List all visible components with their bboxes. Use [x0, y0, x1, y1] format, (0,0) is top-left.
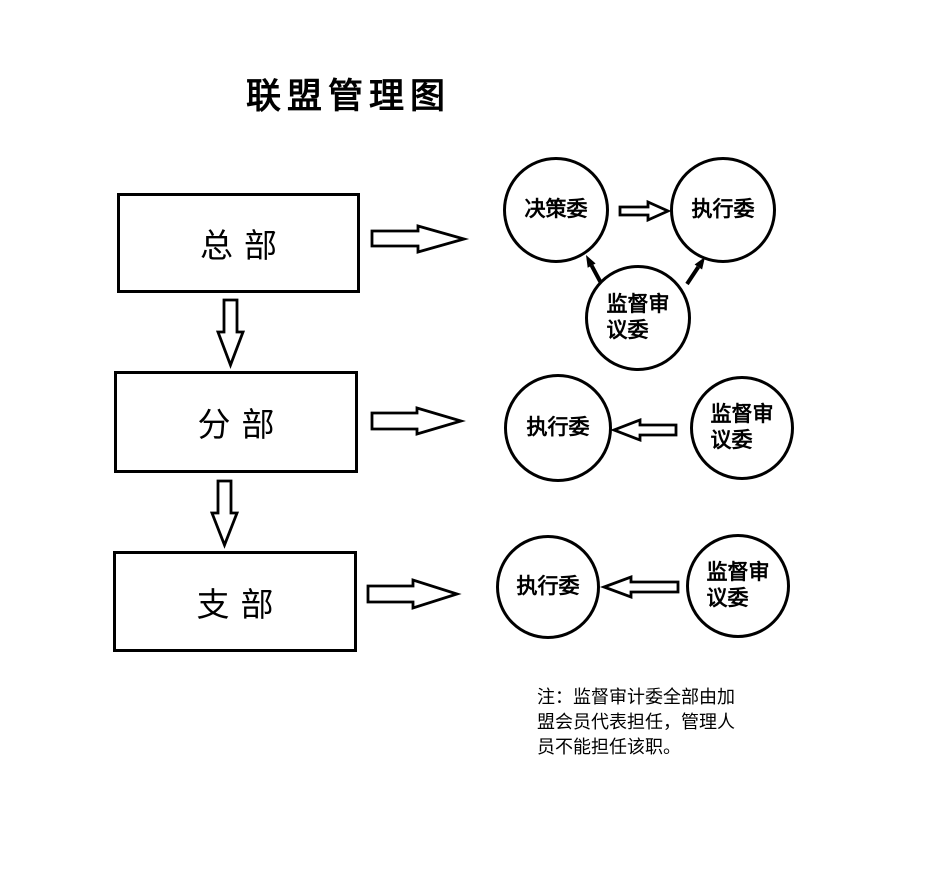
level-label-headquarters: 总部 — [200, 229, 288, 265]
arrow-branch-to-committees-icon — [366, 578, 462, 610]
arrow-decision-to-executive-icon — [618, 199, 672, 223]
committee-label-supervision-branch: 监督审议委 — [706, 561, 770, 610]
committee-circle-decision: 决策委 — [503, 157, 609, 263]
level-box-division: 分部 — [114, 371, 358, 473]
committee-label-executive-division: 执行委 — [526, 416, 590, 439]
committee-label-executive-branch: 执行委 — [516, 575, 580, 598]
committee-circle-executive-division: 执行委 — [504, 374, 612, 482]
arrow-division-to-committees-icon — [370, 406, 466, 436]
level-label-division: 分部 — [197, 408, 286, 444]
arrow-division-to-branch-icon — [209, 479, 240, 549]
level-box-headquarters: 总部 — [117, 193, 360, 293]
arrow-supervision-to-executive-hq-icon — [685, 257, 705, 286]
note-line: 员不能担任该职。 — [537, 737, 681, 757]
arrow-supervision-to-executive-division-icon — [610, 417, 678, 443]
level-label-branch: 支部 — [196, 587, 285, 624]
arrow-supervision-to-executive-branch-icon — [599, 574, 680, 600]
level-box-branch: 支部 — [113, 551, 357, 652]
arrow-headquarters-to-committees-icon — [370, 224, 470, 254]
committee-circle-supervision-hq: 监督审议委 — [585, 265, 691, 371]
committee-label-decision: 决策委 — [524, 198, 588, 221]
committee-label-supervision-hq: 监督审议委 — [606, 293, 670, 342]
committee-label-executive-hq: 执行委 — [691, 198, 755, 221]
arrow-headquarters-to-division-icon — [215, 298, 246, 369]
committee-circle-supervision-division: 监督审议委 — [690, 376, 794, 480]
committee-label-supervision-division: 监督审议委 — [710, 403, 774, 452]
committee-circle-executive-branch: 执行委 — [496, 535, 600, 639]
note-line: 注：监督审计委全部由加 — [537, 687, 735, 707]
note-line: 盟会员代表担任，管理人 — [537, 712, 735, 732]
note-text: 注：监督审计委全部由加 盟会员代表担任，管理人 员不能担任该职。 — [537, 685, 735, 760]
arrow-supervision-to-decision-icon — [586, 255, 603, 284]
diagram-title: 联盟管理图 — [246, 77, 452, 116]
committee-circle-executive-hq: 执行委 — [670, 157, 776, 263]
committee-circle-supervision-branch: 监督审议委 — [686, 534, 790, 638]
